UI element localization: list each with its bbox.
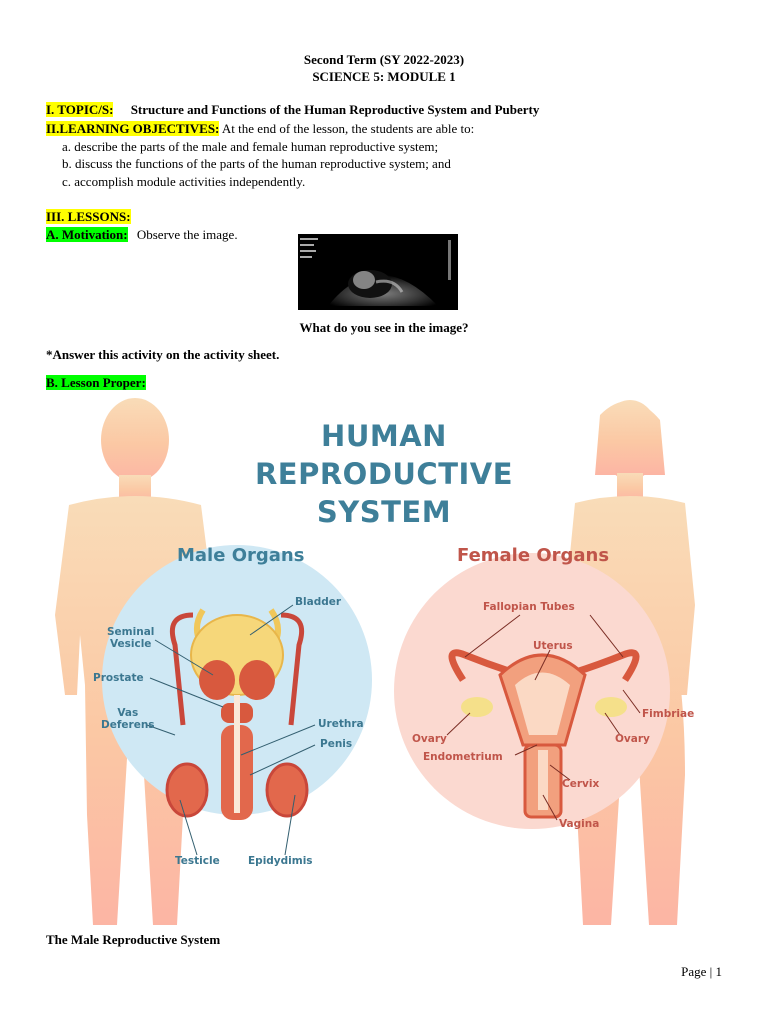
label-ovary-right: Ovary (615, 733, 650, 745)
motivation-label: A. Motivation: (46, 227, 128, 242)
objectives-intro: At the end of the lesson, the students a… (221, 121, 475, 136)
label-bladder: Bladder (295, 596, 342, 608)
label-vagina: Vagina (559, 818, 600, 830)
topic-row: I. TOPIC/S: Structure and Functions of t… (46, 102, 539, 118)
motivation-question: What do you see in the image? (299, 320, 469, 335)
lesson-proper-row: B. Lesson Proper: (46, 375, 146, 391)
motivation-row: A. Motivation: Observe the image. (46, 227, 238, 243)
infographic-graphic (55, 398, 695, 925)
header-line-2: SCIENCE 5: MODULE 1 (312, 69, 456, 84)
infographic-title: HUMAN REPRODUCTIVE SYSTEM (0, 417, 768, 531)
objective-item-a: a. describe the parts of the male and fe… (62, 139, 439, 154)
page-number: Page | 1 (681, 964, 722, 979)
female-organs-drawing (446, 614, 641, 821)
ultrasound-graphic (298, 234, 458, 310)
objectives-row: II.LEARNING OBJECTIVES: At the end of th… (46, 121, 474, 137)
objectives-label: II.LEARNING OBJECTIVES: (46, 121, 220, 136)
label-fallopian-tubes: Fallopian Tubes (483, 601, 575, 613)
label-prostate: Prostate (93, 672, 144, 684)
objective-item-c: c. accomplish module activities independ… (62, 174, 306, 189)
label-cervix: Cervix (562, 778, 600, 790)
ultrasound-image (298, 234, 458, 310)
infographic-title-line-2: REPRODUCTIVE (254, 457, 514, 491)
header-line-1: Second Term (SY 2022-2023) (303, 52, 465, 67)
label-urethra: Urethra (318, 718, 364, 730)
male-organs-title: Male Organs (177, 545, 305, 566)
label-endometrium: Endometrium (423, 751, 503, 763)
objective-item-b: b. discuss the functions of the parts of… (62, 156, 451, 171)
male-organs-drawing (146, 604, 316, 856)
lessons-label: III. LESSONS: (46, 209, 131, 224)
label-ovary-left: Ovary (412, 733, 447, 745)
label-epididymis: Epidydimis (248, 855, 313, 867)
label-vas-deferens: Vas Deferens (101, 707, 155, 731)
label-testicle: Testicle (175, 855, 220, 867)
female-organs-title: Female Organs (457, 545, 610, 566)
label-seminal-vesicle: Seminal Vesicle (107, 626, 155, 650)
label-fimbriae: Fimbriae (642, 708, 695, 720)
infographic-title-line-1: HUMAN (321, 419, 447, 453)
motivation-text: Observe the image. (136, 227, 238, 242)
topic-text: Structure and Functions of the Human Rep… (130, 102, 540, 117)
label-penis: Penis (320, 738, 353, 750)
section-caption: The Male Reproductive System (46, 932, 221, 947)
label-uterus: Uterus (533, 640, 573, 652)
lessons-heading: III. LESSONS: (46, 209, 131, 225)
reproductive-infographic: HUMAN REPRODUCTIVE SYSTEM Male Organs Fe… (45, 395, 725, 940)
infographic-title-line-3: SYSTEM (316, 495, 452, 529)
activity-note: *Answer this activity on the activity sh… (46, 347, 280, 362)
topic-label: I. TOPIC/S: (46, 102, 114, 117)
lesson-proper-label: B. Lesson Proper: (46, 375, 146, 390)
